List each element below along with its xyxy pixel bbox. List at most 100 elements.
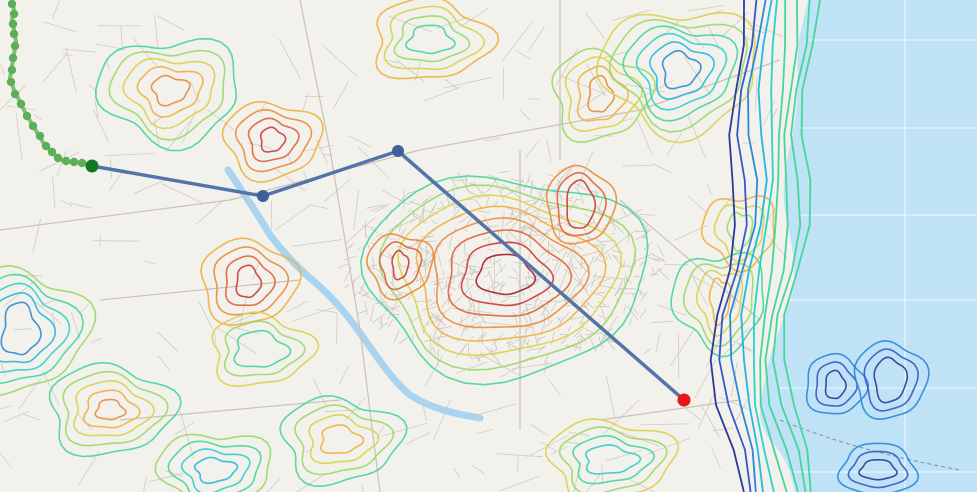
- street-segment: [629, 479, 656, 492]
- trail-node[interactable]: [16, 99, 26, 109]
- street-segment: [611, 232, 616, 235]
- trail-node[interactable]: [22, 111, 32, 121]
- trail-node[interactable]: [8, 19, 18, 29]
- street-segment: [410, 218, 414, 225]
- trail-node[interactable]: [7, 0, 17, 9]
- trail-node[interactable]: [28, 121, 38, 131]
- street-segment: [540, 301, 551, 316]
- contour-line: [108, 49, 226, 141]
- street-segment: [650, 252, 666, 263]
- street-segment: [595, 190, 598, 196]
- street-segment: [491, 259, 502, 266]
- trail-node[interactable]: [35, 131, 45, 141]
- street-segment: [485, 345, 494, 358]
- street-segment: [646, 437, 691, 455]
- street-segment: [730, 362, 738, 397]
- street-segment: [597, 291, 606, 294]
- street-segment: [639, 290, 642, 297]
- street-segment: [643, 347, 652, 355]
- street-segment: [569, 198, 577, 211]
- street-segment: [397, 227, 407, 241]
- trail-node[interactable]: [6, 77, 16, 87]
- route-end-marker[interactable]: [677, 393, 691, 407]
- route-waypoint-1[interactable]: [257, 190, 269, 202]
- street-segment: [580, 325, 593, 334]
- trail-node[interactable]: [61, 156, 71, 166]
- street-segment: [477, 210, 491, 214]
- trail-node[interactable]: [47, 147, 57, 157]
- street-segment: [565, 345, 581, 348]
- street-segment: [486, 196, 490, 207]
- street-segment: [601, 226, 607, 231]
- street-segment: [414, 262, 424, 268]
- street-segment: [467, 265, 478, 268]
- trail-node[interactable]: [69, 157, 79, 167]
- street-segment: [371, 204, 386, 212]
- trail-node[interactable]: [41, 141, 51, 151]
- street-segment: [455, 361, 487, 374]
- contour-line: [211, 311, 320, 388]
- street-segment: [278, 38, 301, 80]
- street-segment: [597, 278, 611, 283]
- street-segment: [657, 268, 670, 281]
- street-segment: [530, 424, 550, 437]
- street-segment: [375, 203, 390, 213]
- contour-line: [608, 18, 748, 133]
- street-segment: [502, 295, 521, 298]
- street-segment: [523, 174, 531, 191]
- trail-node[interactable]: [10, 41, 20, 51]
- street-segment: [161, 183, 202, 203]
- street-segment: [687, 5, 724, 12]
- contour-line: [294, 404, 395, 476]
- street-segment: [543, 313, 546, 330]
- street-segment: [266, 478, 280, 492]
- contour-line: [576, 65, 630, 122]
- street-segment: [382, 423, 428, 437]
- contour-line: [48, 361, 182, 458]
- trail-node[interactable]: [8, 53, 18, 63]
- street-segment: [460, 7, 489, 27]
- street-segment: [438, 281, 444, 295]
- contour-lines: [0, 0, 930, 492]
- street-segment: [576, 334, 580, 338]
- street-segment: [79, 303, 90, 314]
- coastal-contour-line: [783, 0, 821, 492]
- street-segment: [471, 464, 485, 475]
- street-segment: [539, 238, 546, 245]
- street-segment: [499, 364, 522, 379]
- route-waypoint-2[interactable]: [392, 145, 404, 157]
- street-segment: [375, 301, 389, 305]
- street-segment: [568, 316, 583, 321]
- street-segment: [697, 393, 715, 429]
- coastal-contour-line: [759, 0, 788, 492]
- trail-node[interactable]: [10, 89, 20, 99]
- street-segment: [376, 232, 383, 237]
- street-segment: [148, 472, 187, 483]
- contour-line: [319, 424, 365, 455]
- contour-line: [863, 348, 919, 412]
- street-segment: [505, 233, 511, 243]
- street-segment: [529, 208, 539, 215]
- street-segment: [546, 227, 553, 232]
- trail-node[interactable]: [9, 29, 19, 39]
- street-segment: [415, 276, 419, 282]
- trail-node[interactable]: [9, 9, 19, 19]
- route-start-marker[interactable]: [85, 159, 99, 173]
- street-segment: [357, 146, 391, 180]
- street-segment: [226, 311, 261, 326]
- street-segment: [421, 195, 434, 204]
- street-segment: [501, 297, 510, 304]
- trail-node[interactable]: [7, 65, 17, 75]
- street-segment: [524, 140, 540, 159]
- trail-node[interactable]: [77, 158, 87, 168]
- street-segment: [691, 274, 708, 307]
- street-segment: [0, 360, 6, 377]
- street-segment: [433, 335, 448, 339]
- street-segment: [388, 15, 433, 33]
- trail-node[interactable]: [53, 153, 63, 163]
- contour-line: [73, 379, 156, 437]
- street-segment: [196, 199, 225, 225]
- contour-line: [383, 5, 485, 71]
